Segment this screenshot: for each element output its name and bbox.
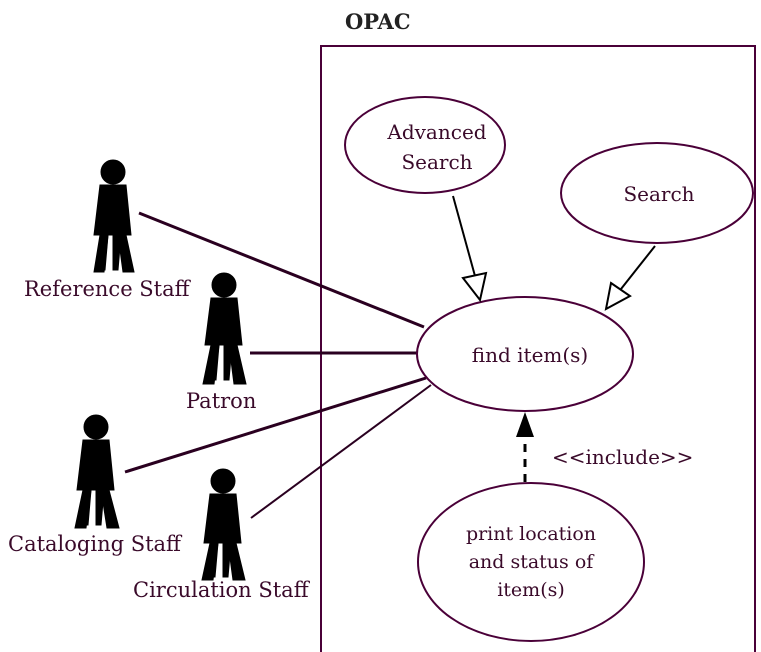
actor-label-cataloging-staff: Cataloging Staff xyxy=(8,532,183,556)
use-case-search xyxy=(560,142,754,244)
use-case-advanced-search xyxy=(344,96,506,194)
use-case-print-location-line2: and status of xyxy=(469,551,596,573)
actor-label-patron: Patron xyxy=(186,389,256,413)
system-boundary xyxy=(320,45,756,652)
system-title: OPAC xyxy=(345,9,411,34)
use-case-find-items-label: find item(s) xyxy=(472,343,588,367)
generalization-search xyxy=(604,245,656,311)
actor-reference-staff xyxy=(93,159,135,273)
include-label: <<include>> xyxy=(552,445,693,469)
actor-cataloging-staff xyxy=(74,414,120,529)
actor-label-reference-staff: Reference Staff xyxy=(24,277,192,301)
actor-patron xyxy=(202,272,247,385)
use-case-print-location-line1: print location xyxy=(466,523,596,545)
use-case-advanced-search-line2: Search xyxy=(401,150,472,174)
use-case-find-items xyxy=(416,296,634,412)
actor-circulation-staff xyxy=(201,468,246,581)
use-case-search-label: Search xyxy=(623,182,694,206)
association-circulation-staff xyxy=(250,384,432,519)
include-dependency xyxy=(516,412,534,482)
association-reference-staff xyxy=(138,211,425,329)
generalization-advanced-search xyxy=(452,195,488,303)
actor-label-circulation-staff: Circulation Staff xyxy=(133,578,311,602)
association-cataloging-staff xyxy=(124,376,427,474)
use-case-print-location-line3: item(s) xyxy=(497,579,565,601)
use-case-print-location xyxy=(417,482,645,642)
use-case-advanced-search-line1: Advanced xyxy=(386,120,486,144)
